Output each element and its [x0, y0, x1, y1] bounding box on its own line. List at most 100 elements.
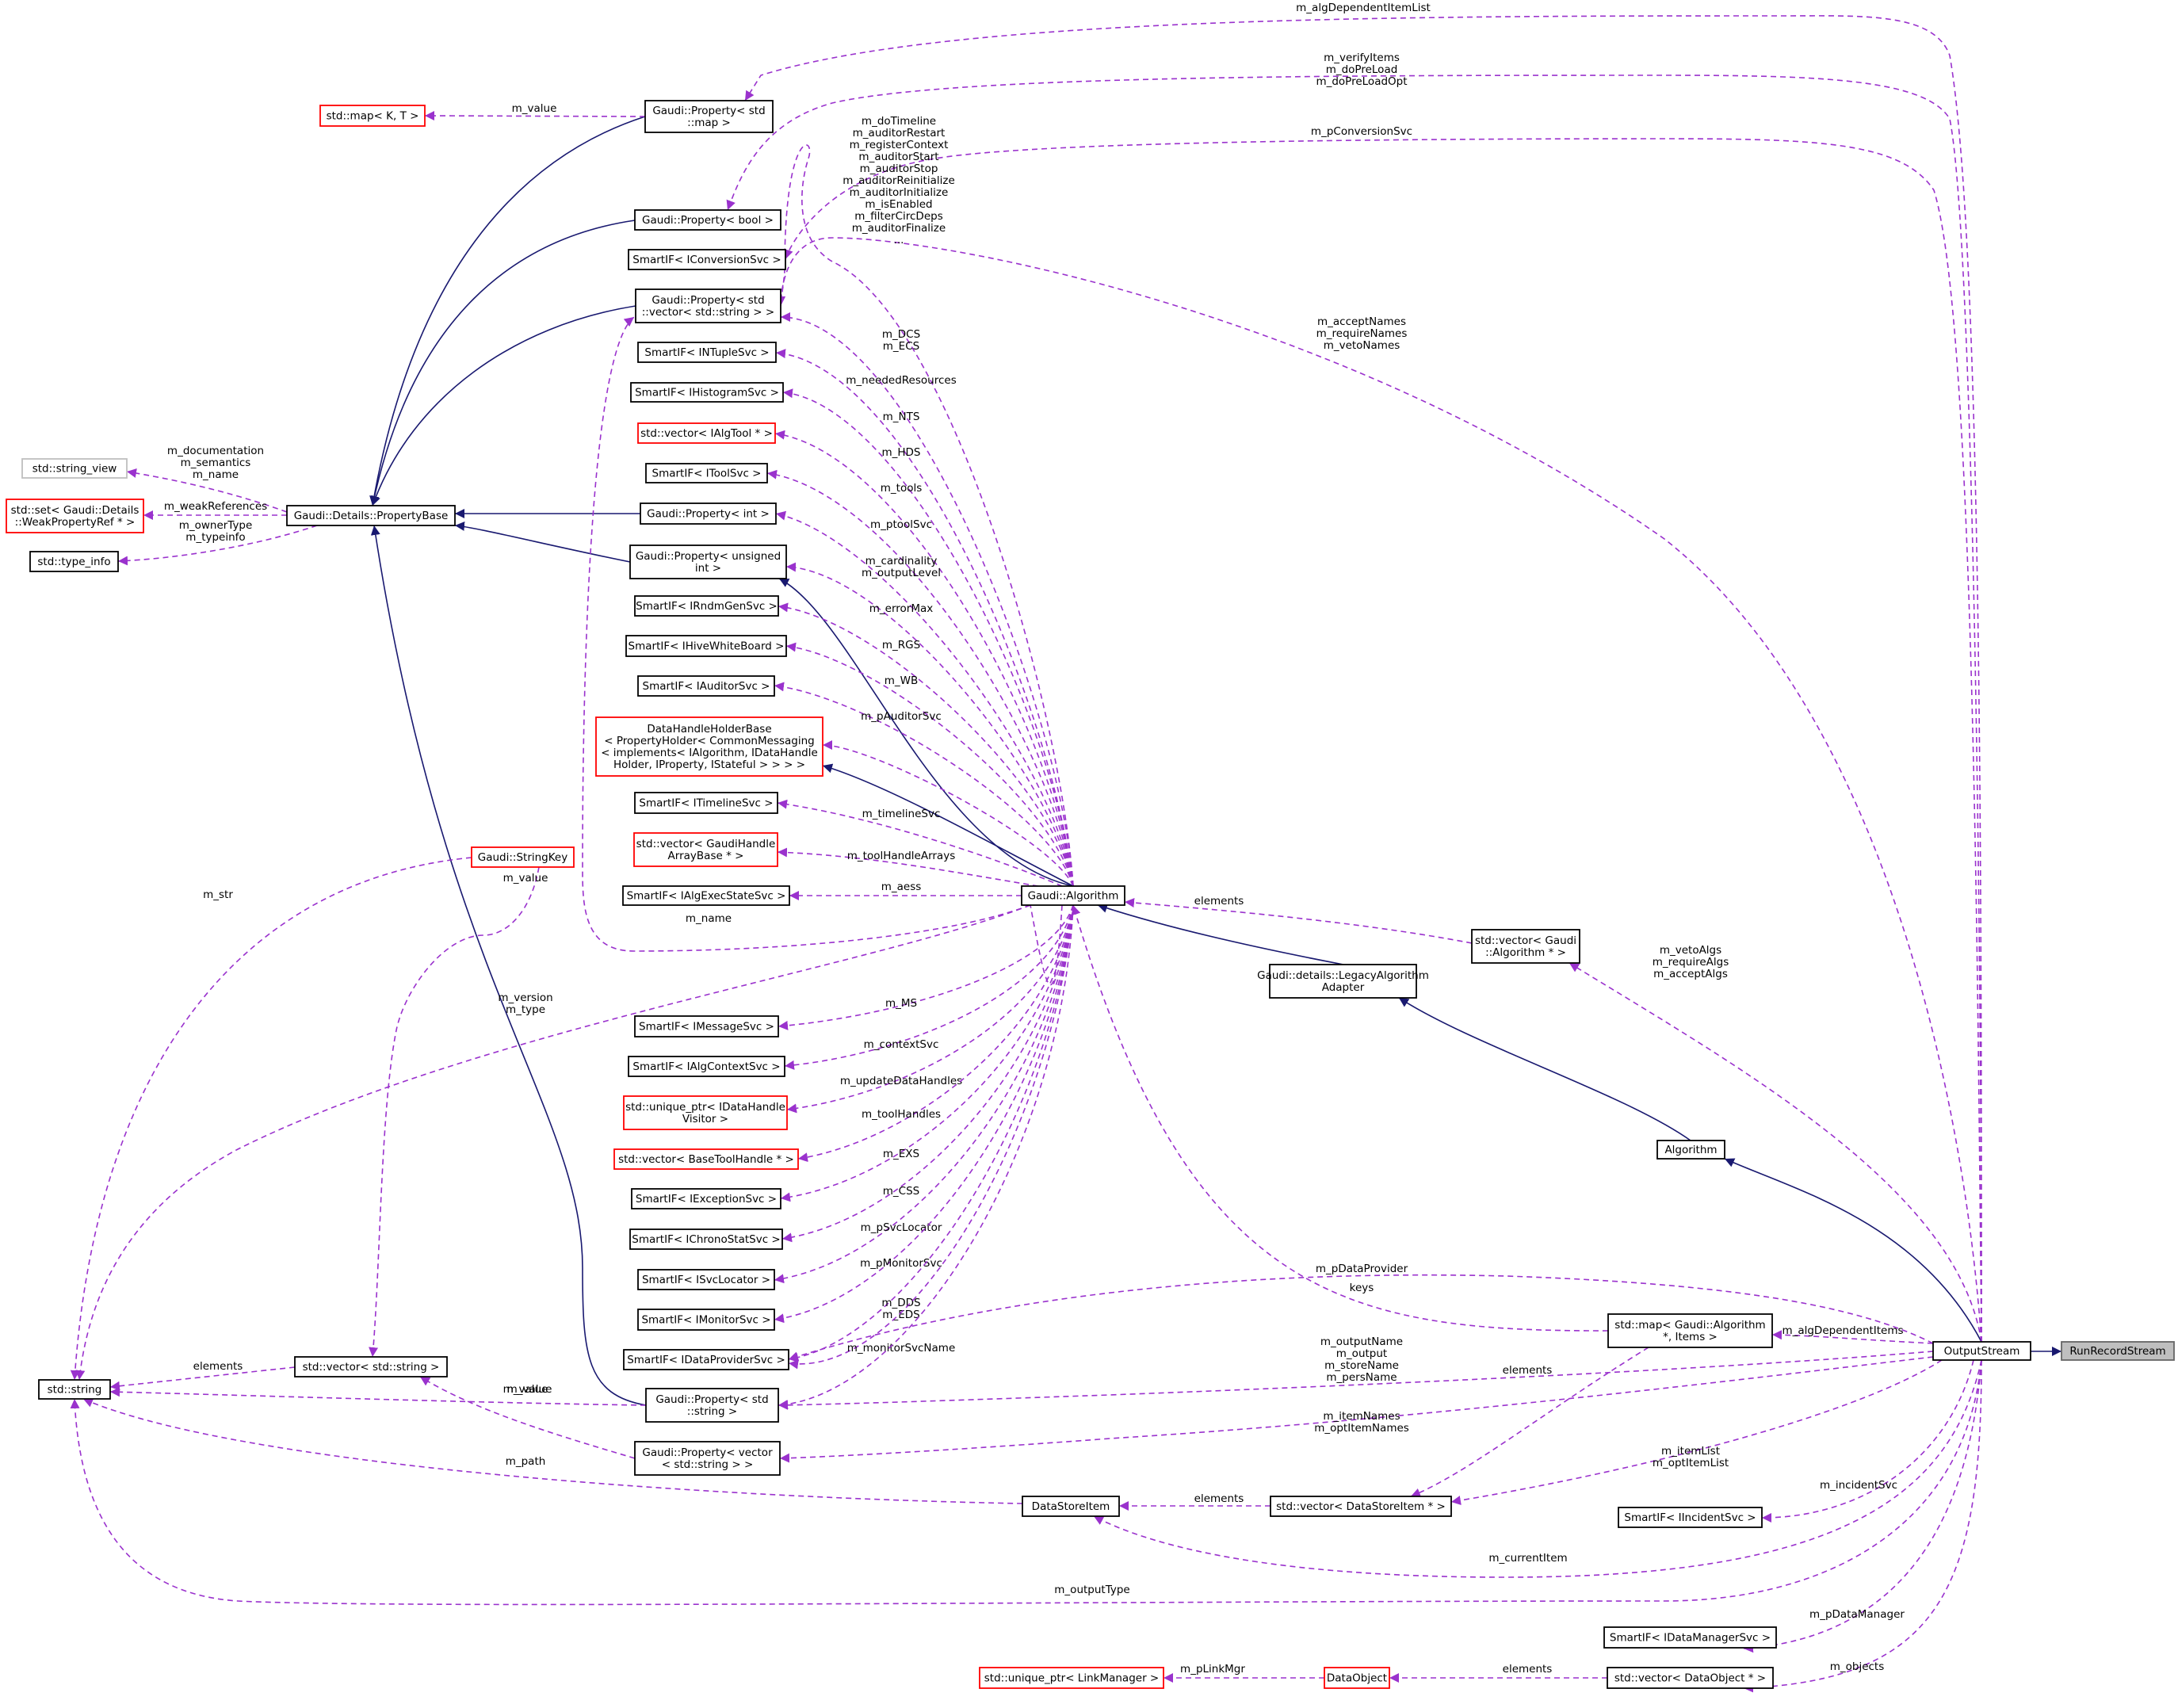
node-label: Gaudi::details::LegacyAlgorithm	[1257, 969, 1429, 982]
class-node-vecstdstring[interactable]: std::vector< std::string >	[294, 1356, 448, 1377]
class-node-runrecordstream[interactable]: RunRecordStream	[2061, 1341, 2175, 1361]
class-node-sihive[interactable]: SmartIF< IHiveWhiteBoard >	[625, 635, 787, 657]
node-label: Algorithm	[1664, 1144, 1717, 1156]
edge-path	[70, 857, 472, 1381]
node-box	[622, 885, 790, 906]
class-node-datastoreitem[interactable]: DataStoreItem	[1022, 1496, 1120, 1517]
class-node-propmap[interactable]: Gaudi::Property< std::map >	[644, 100, 774, 133]
edge-label: m_pConversionSvc	[1311, 125, 1412, 138]
edge-label: m_outputType	[1054, 1584, 1129, 1596]
class-node-stdset[interactable]: std::set< Gaudi::Details::WeakPropertyRe…	[6, 499, 144, 533]
edge-e6	[778, 578, 1074, 887]
edge-label: m_type	[506, 1003, 545, 1016]
edge-path	[744, 15, 1982, 1343]
edge-path	[776, 144, 1074, 887]
edge-label: m_version	[498, 992, 552, 1004]
edge-path	[419, 1376, 636, 1459]
edge-a5: m_HDS	[774, 430, 1074, 887]
class-node-sisvclocator[interactable]: SmartIF< ISvcLocator >	[637, 1269, 775, 1290]
edge-label: m_weakReferences	[164, 500, 267, 513]
class-node-sidatamanager[interactable]: SmartIF< IDataManagerSvc >	[1603, 1626, 1777, 1649]
class-node-siexception[interactable]: SmartIF< IExceptionSvc >	[631, 1188, 781, 1209]
class-node-dataobject[interactable]: DataObject	[1324, 1667, 1390, 1689]
class-node-stringview[interactable]: std::string_view	[21, 458, 128, 479]
edge-label: m_filterCircDeps	[854, 210, 942, 223]
edge-u23: m_value	[424, 102, 646, 121]
class-node-gaudialgorithm[interactable]: Gaudi::Algorithm	[1021, 885, 1125, 906]
edge-path	[788, 1274, 1934, 1362]
edge-u17: m_pLinkMgr	[1164, 1663, 1324, 1683]
class-node-propvecstr[interactable]: Gaudi::Property< std::vector< std::strin…	[635, 288, 781, 323]
node-box	[623, 1095, 788, 1130]
class-node-siauditor[interactable]: SmartIF< IAuditorSvc >	[637, 675, 775, 697]
edge-label: m_tools	[881, 482, 923, 495]
class-node-sidataprovider[interactable]: SmartIF< IDataProviderSvc >	[623, 1349, 789, 1370]
class-node-mapgaudialg[interactable]: std::map< Gaudi::Algorithm*, Items >	[1607, 1313, 1773, 1348]
edge-a10: m_RGS	[785, 639, 1074, 887]
edge-label: m_contextSvc	[864, 1038, 939, 1051]
class-node-simessage[interactable]: SmartIF< IMessageSvc >	[634, 1015, 779, 1037]
edge-path	[788, 904, 1074, 1370]
class-node-uptrlinkmanager[interactable]: std::unique_ptr< LinkManager >	[979, 1667, 1164, 1689]
edge-label: m_MS	[885, 997, 917, 1010]
node-label: SmartIF< ITimelineSvc >	[639, 797, 773, 810]
edge-a1: m_doTimelinem_auditorRestartm_registerCo…	[776, 115, 1074, 887]
class-node-simonitor[interactable]: SmartIF< IMonitorSvc >	[637, 1309, 775, 1331]
edge-u6: m_algDependentItems	[1771, 1324, 1934, 1344]
class-node-datahandleholderbase[interactable]: DataHandleHolderBase< PropertyHolder< Co…	[595, 716, 823, 777]
edge-u30: m_value	[109, 1383, 647, 1406]
class-node-vecdataobject[interactable]: std::vector< DataObject * >	[1607, 1667, 1774, 1689]
class-node-siincident[interactable]: SmartIF< IIncidentSvc >	[1618, 1507, 1763, 1528]
class-node-propvector[interactable]: Gaudi::Property< vector< std::string > >	[634, 1441, 781, 1476]
class-node-sialgexec[interactable]: SmartIF< IAlgExecStateSvc >	[622, 885, 790, 906]
class-node-sitimeline[interactable]: SmartIF< ITimelineSvc >	[634, 792, 778, 814]
class-node-vecdatastoreitem[interactable]: std::vector< DataStoreItem * >	[1270, 1496, 1452, 1517]
edge-a25: m_pMonitorSvc	[774, 904, 1074, 1324]
class-node-propbool[interactable]: Gaudi::Property< bool >	[634, 209, 781, 231]
class-node-stdstring[interactable]: std::string	[38, 1379, 111, 1400]
class-node-sialgcontext[interactable]: SmartIF< IAlgContextSvc >	[628, 1056, 785, 1077]
node-label: SmartIF< IAuditorSvc >	[643, 680, 770, 693]
node-label: RunRecordStream	[2069, 1345, 2165, 1358]
edge-label: m_value	[512, 102, 557, 115]
class-node-sichrono[interactable]: SmartIF< IChronoStatSvc >	[629, 1228, 783, 1250]
class-node-typeinfo[interactable]: std::type_info	[29, 551, 119, 572]
class-node-sintuple[interactable]: SmartIF< INTupleSvc >	[637, 342, 777, 363]
edge-u19: elements	[1119, 1492, 1270, 1511]
node-label: SmartIF< ISvcLocator >	[642, 1274, 770, 1286]
edge-path	[788, 904, 1074, 1362]
class-node-outputstream[interactable]: OutputStream	[1932, 1341, 2031, 1361]
class-node-propertybase[interactable]: Gaudi::Details::PropertyBase	[286, 505, 456, 526]
class-node-stringkey[interactable]: Gaudi::StringKey	[471, 846, 575, 868]
edge-label: m_ptoolSvc	[870, 518, 932, 531]
edge-label: m_outputName	[1320, 1335, 1403, 1348]
node-label: Gaudi::Algorithm	[1028, 890, 1119, 903]
class-node-stdmapkt[interactable]: std::map< K, T >	[319, 105, 426, 127]
edge-path	[777, 799, 1063, 887]
edge-path	[117, 525, 318, 566]
class-node-siconversion[interactable]: SmartIF< IConversionSvc >	[628, 249, 786, 270]
edge-label: m_verifyItems	[1324, 52, 1400, 64]
class-node-sitool[interactable]: SmartIF< IToolSvc >	[645, 463, 768, 483]
class-node-vecalgtool[interactable]: std::vector< IAlgTool * >	[637, 422, 776, 444]
edge-a15: m_aess	[789, 881, 1022, 900]
class-node-sirndm[interactable]: SmartIF< IRndmGenSvc >	[634, 595, 779, 617]
class-node-vecbasetool[interactable]: std::vector< BaseToolHandle * >	[613, 1148, 799, 1170]
edge-label: m_itemNames	[1323, 1410, 1400, 1423]
class-node-algorithm[interactable]: Algorithm	[1656, 1140, 1725, 1160]
edge-e3	[1398, 997, 1691, 1141]
class-node-propstring[interactable]: Gaudi::Property< std::string >	[645, 1388, 779, 1423]
node-label: Gaudi::Property< int >	[647, 508, 770, 521]
node-box	[640, 502, 777, 525]
class-node-propint[interactable]: Gaudi::Property< int >	[640, 502, 777, 525]
class-node-sihisto[interactable]: SmartIF< IHistogramSvc >	[630, 382, 784, 403]
edge-u7: m_pDataProvider	[788, 1263, 1934, 1362]
edge-u8: m_outputNamem_outputm_storeNamem_persNam…	[778, 1335, 1934, 1410]
node-label: ::map >	[687, 117, 731, 129]
class-node-vecgaudialg[interactable]: std::vector< Gaudi::Algorithm * >	[1471, 929, 1580, 964]
